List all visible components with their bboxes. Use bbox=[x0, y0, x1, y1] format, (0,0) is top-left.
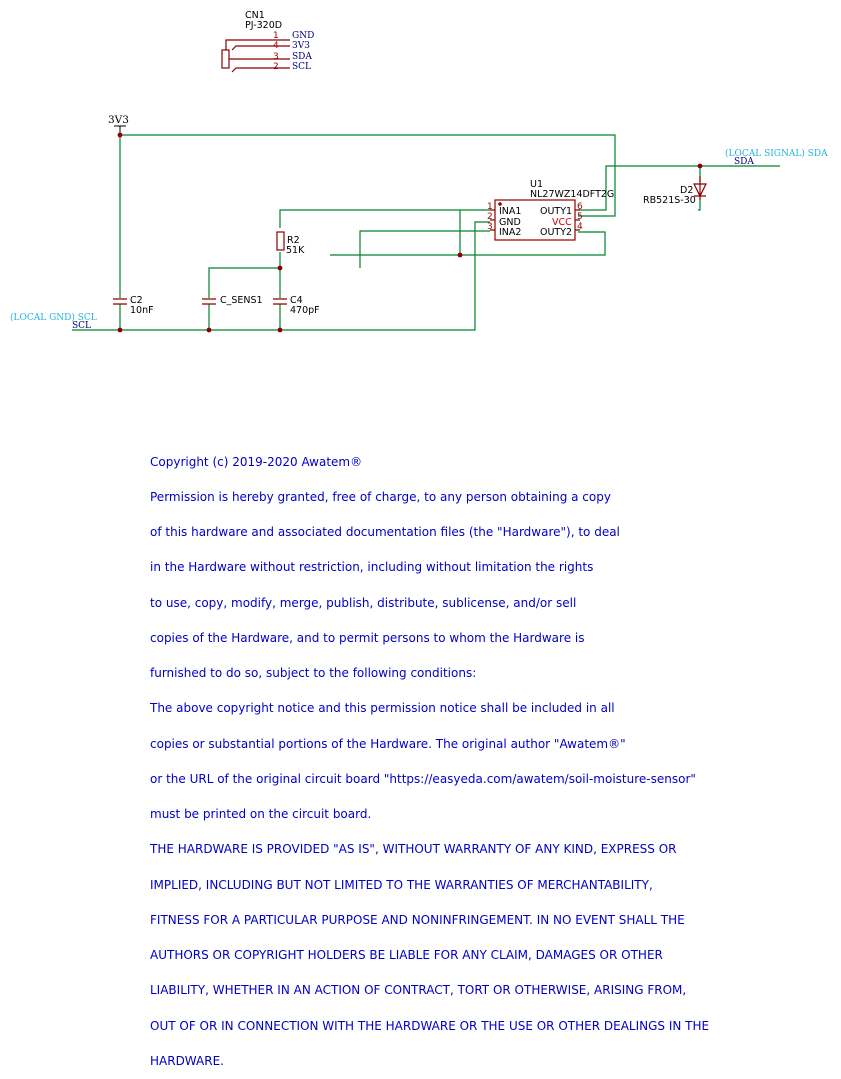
diode-d2[interactable]: D2 RB521S-30 bbox=[643, 176, 707, 206]
capacitor-c2[interactable]: C2 10nF bbox=[113, 295, 154, 316]
license-line: in the Hardware without restriction, inc… bbox=[150, 560, 594, 575]
license-line: LIABILITY, WHETHER IN AN ACTION OF CONTR… bbox=[150, 983, 687, 998]
cn1-pin4-num: 4 bbox=[273, 41, 279, 51]
capacitor-symbol-icon bbox=[202, 298, 216, 305]
connector-cn1[interactable]: CN1 PJ-320D 1 4 3 2 GND 3V3 SDA SCL bbox=[221, 10, 314, 73]
cn1-pin2-num: 2 bbox=[273, 62, 279, 72]
net-labels: (LOCAL SIGNAL) SDA SDA (LOCAL GND) SCL S… bbox=[10, 148, 828, 331]
diode-symbol-icon bbox=[693, 176, 707, 200]
junction-dot bbox=[117, 132, 123, 138]
license-line: furnished to do so, subject to the follo… bbox=[150, 666, 477, 680]
u1-pin5-num: 5 bbox=[577, 212, 583, 222]
license-line: Permission is hereby granted, free of ch… bbox=[150, 489, 611, 504]
wire-r2-top bbox=[279, 209, 461, 255]
wire-scl-gnd bbox=[72, 221, 490, 331]
cn1-pin3-num: 3 bbox=[273, 52, 279, 62]
license-line: to use, copy, modify, merge, publish, di… bbox=[150, 595, 577, 610]
u1-body-icon bbox=[494, 199, 576, 241]
capacitor-c4[interactable]: C4 470pF bbox=[273, 295, 320, 316]
d2-value: RB521S-30 bbox=[643, 195, 696, 206]
capacitor-symbol-icon bbox=[273, 298, 287, 305]
u1-pin4-name: OUTY2 bbox=[540, 227, 572, 238]
junction-dot bbox=[277, 265, 283, 271]
cn1-pin-line-1 bbox=[225, 39, 290, 50]
cn1-pin-line-4 bbox=[231, 45, 290, 51]
junction-dot bbox=[206, 327, 212, 333]
cn1-body-icon bbox=[221, 49, 230, 69]
license-line: The above copyright notice and this perm… bbox=[150, 701, 615, 716]
schematic: CN1 PJ-320D 1 4 3 2 GND 3V3 SDA SCL 3V3 bbox=[10, 10, 828, 333]
net-sda-local: (LOCAL SIGNAL) SDA bbox=[725, 148, 828, 159]
u1-pin4-num: 4 bbox=[577, 222, 583, 232]
u1-pin6-num: 6 bbox=[577, 202, 583, 212]
cn1-net-3v3: 3V3 bbox=[292, 41, 310, 51]
wires bbox=[72, 134, 780, 331]
cn1-value: PJ-320D bbox=[245, 20, 282, 31]
c2-ref: C2 bbox=[130, 295, 143, 306]
u1-value: NL27WZ14DFT2G bbox=[530, 189, 614, 200]
net-sda: SDA bbox=[734, 157, 754, 167]
u1-pin3-num: 3 bbox=[487, 222, 493, 232]
junction-dot bbox=[457, 252, 463, 258]
wire-d2-bottom bbox=[698, 200, 701, 211]
wire-outy1-d2 bbox=[578, 165, 701, 211]
u1-pin2-num: 2 bbox=[487, 212, 493, 222]
c2-value: 10nF bbox=[130, 305, 154, 316]
u1-pin1-marker-icon bbox=[498, 202, 502, 206]
u1-pin3-name: INA2 bbox=[499, 227, 521, 238]
cn1-net-scl: SCL bbox=[292, 62, 311, 72]
u1-pin-stubs bbox=[490, 209, 580, 231]
license-text-block: Copyright (c) 2019-2020 Awatem® Permissi… bbox=[150, 433, 840, 1079]
cn1-net-gnd: GND bbox=[292, 31, 314, 41]
license-line: must be printed on the circuit board. bbox=[150, 807, 372, 821]
cn1-pin-line-2 bbox=[231, 67, 290, 73]
wire-csens-top bbox=[208, 267, 280, 298]
cn1-pin1-num: 1 bbox=[273, 31, 279, 41]
license-line: copies of the Hardware, and to permit pe… bbox=[150, 630, 585, 645]
junction-dot bbox=[697, 163, 703, 169]
wire-3v3-vcc bbox=[120, 134, 616, 217]
license-line: FITNESS FOR A PARTICULAR PURPOSE AND NON… bbox=[150, 912, 685, 927]
net-scl: SCL bbox=[72, 321, 91, 331]
license-line: or the URL of the original circuit board… bbox=[150, 771, 696, 786]
resistor-r2[interactable]: R2 51K bbox=[276, 231, 305, 256]
r2-ref: R2 bbox=[287, 235, 300, 246]
c-sens1-ref: C_SENS1 bbox=[220, 295, 263, 306]
junctions bbox=[117, 132, 703, 333]
u1-ref: U1 bbox=[530, 179, 543, 190]
wire-outy2 bbox=[330, 231, 606, 256]
cn1-net-sda: SDA bbox=[292, 52, 312, 62]
c4-ref: C4 bbox=[290, 295, 303, 306]
wire-ina2 bbox=[359, 230, 490, 268]
d2-ref: D2 bbox=[680, 185, 693, 196]
resistor-symbol-icon bbox=[276, 231, 285, 251]
ic-u1[interactable]: U1 NL27WZ14DFT2G 1 2 3 INA1 GND INA2 6 5… bbox=[487, 179, 614, 241]
u1-pin2-name: GND bbox=[499, 217, 521, 228]
u1-pin6-name: OUTY1 bbox=[540, 206, 572, 217]
net-scl-local: (LOCAL GND) SCL bbox=[10, 312, 97, 323]
license-line: OUT OF OR IN CONNECTION WITH THE HARDWAR… bbox=[150, 1018, 710, 1033]
license-line: Copyright (c) 2019-2020 Awatem® bbox=[150, 454, 363, 469]
power-flag-3v3[interactable]: 3V3 bbox=[108, 114, 129, 135]
license-line: HARDWARE. bbox=[150, 1053, 224, 1068]
u1-pin1-num: 1 bbox=[487, 202, 493, 212]
capacitor-symbol-icon bbox=[113, 298, 127, 305]
junction-dot bbox=[117, 327, 123, 333]
r2-value: 51K bbox=[286, 245, 305, 256]
u1-pin1-name: INA1 bbox=[499, 206, 521, 217]
capacitor-c-sens1[interactable]: C_SENS1 bbox=[202, 295, 263, 306]
license-line: AUTHORS OR COPYRIGHT HOLDERS BE LIABLE F… bbox=[150, 948, 663, 962]
c4-value: 470pF bbox=[290, 305, 320, 316]
power-3v3-label: 3V3 bbox=[108, 114, 129, 126]
u1-pin5-name: VCC bbox=[552, 217, 572, 228]
license-line: THE HARDWARE IS PROVIDED "AS IS", WITHOU… bbox=[150, 842, 677, 857]
license-line: copies or substantial portions of the Ha… bbox=[150, 736, 626, 751]
cn1-ref: CN1 bbox=[245, 10, 265, 21]
license-line: IMPLIED, INCLUDING BUT NOT LIMITED TO TH… bbox=[150, 877, 653, 892]
license-line: of this hardware and associated document… bbox=[150, 525, 620, 539]
junction-dot bbox=[277, 327, 283, 333]
